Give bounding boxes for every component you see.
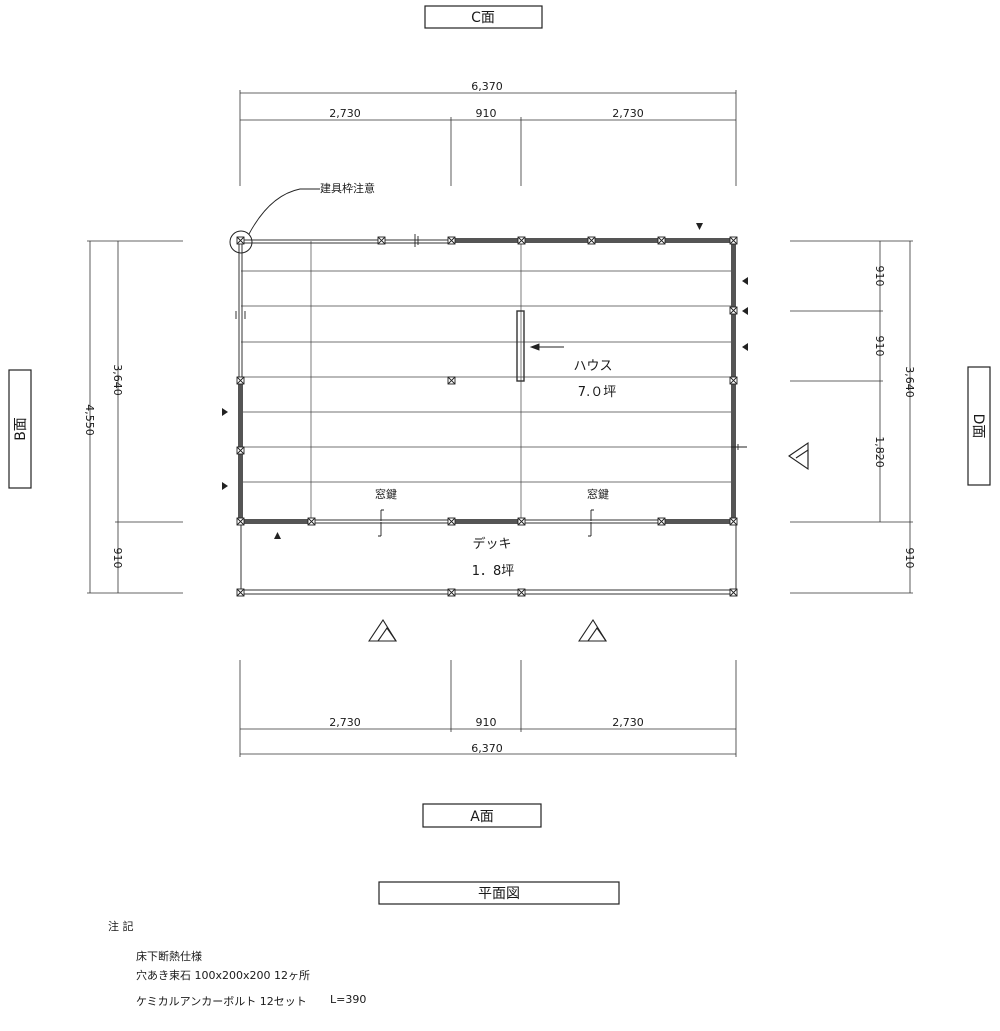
window-lock-right: 窓鍵 [587,487,609,501]
post [236,446,245,455]
right-dimensions [790,240,913,594]
post [236,376,245,385]
dim-top-seg-3: 2,730 [612,107,644,120]
dim-right-house: 3,640 [903,366,916,398]
face-label-top: C面 [424,5,543,29]
marker [696,223,703,230]
notes-line-2: 穴あき束石 100x200x200 12ヶ所 [136,969,310,982]
post [447,517,456,526]
marker [742,343,748,351]
notes-heading: 注 記 [108,920,134,933]
dim-top-total: 6,370 [471,80,503,93]
entrance-arrow-side [788,441,809,471]
dim-left-total: 4,550 [83,404,96,436]
post [517,517,526,526]
drawing-title-box: 平面図 [378,881,620,905]
post [517,588,526,597]
post [657,236,666,245]
svg-text:B面: B面 [13,417,29,441]
notes-line-3b: L=390 [330,993,367,1006]
dim-right-seg-1: 910 [873,266,886,287]
posts [236,236,738,597]
marker [222,408,228,416]
house-walls [238,238,736,524]
post [657,517,666,526]
window-lock-left: 窓鍵 [375,487,397,501]
marker [742,307,748,315]
post [729,236,738,245]
post [236,588,245,597]
entrance-arrow-right [577,618,607,642]
partition-arrow [529,343,564,351]
face-label-left: B面 [8,369,32,489]
svg-text:C面: C面 [471,10,495,26]
post [729,376,738,385]
house-area: 7.０坪 [578,385,616,400]
post [729,588,738,597]
notes-line-1: 床下断熱仕様 [136,950,202,963]
dim-left-house: 3,640 [111,364,124,396]
marker [274,532,281,539]
top-dimensions [239,90,737,186]
face-label-bottom: A面 [422,803,542,828]
deck-outline [240,524,737,595]
notes-line-3a: ケミカルアンカーボルト 12セット [136,995,307,1008]
post [236,236,245,245]
callout-leader [229,188,320,254]
post [517,236,526,245]
deck-name: デッキ [472,536,511,552]
marker [222,482,228,490]
view-markers [222,223,748,539]
dim-right-deck: 910 [903,548,916,569]
dim-top-seg-1: 2,730 [329,107,361,120]
deck-area: 1．8坪 [472,564,515,579]
post [447,376,456,385]
dim-bottom-total: 6,370 [471,742,503,755]
post [447,236,456,245]
window-symbols [235,234,747,537]
house-name: ハウス [573,359,612,374]
left-dimensions [87,240,183,594]
svg-text:A面: A面 [470,809,494,825]
dim-right-seg-2: 910 [873,336,886,357]
marker [742,277,748,285]
floor-boards [241,241,734,522]
svg-text:D面: D面 [970,414,986,439]
post [447,588,456,597]
face-label-right: D面 [967,366,991,486]
post [377,236,386,245]
dim-left-deck: 910 [111,548,124,569]
post [729,517,738,526]
entrance-arrow-left [367,618,397,642]
dim-bottom-seg-3: 2,730 [612,716,644,729]
bottom-dimensions [239,660,737,757]
post [236,517,245,526]
post [729,306,738,315]
dim-bottom-seg-1: 2,730 [329,716,361,729]
dim-bottom-seg-2: 910 [476,716,497,729]
post [307,517,316,526]
post [587,236,596,245]
dim-top-seg-2: 910 [476,107,497,120]
callout-text: 建具枠注意 [320,181,375,195]
svg-text:平面図: 平面図 [478,886,520,902]
dim-right-seg-3: 1,820 [873,436,886,468]
